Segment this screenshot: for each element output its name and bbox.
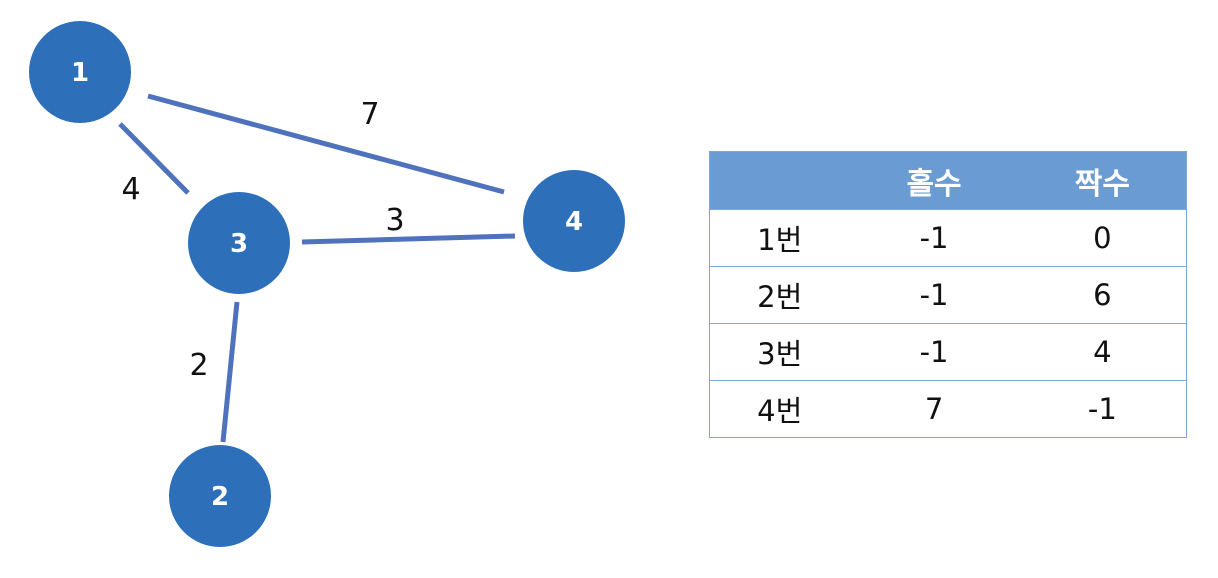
edge-weight-1-3: 4 xyxy=(121,172,140,207)
table-header-row: 홀수 짝수 xyxy=(709,151,1187,210)
node-4-label: 4 xyxy=(565,207,583,237)
node-3: 3 xyxy=(188,192,290,294)
even-value: 6 xyxy=(1018,266,1187,324)
odd-value: -1 xyxy=(849,323,1019,381)
graph-diagram: 7 4 3 2 1 3 4 2 xyxy=(29,21,625,547)
edge-weight-3-4: 3 xyxy=(385,203,404,238)
header-cell-empty xyxy=(709,151,850,210)
row-label: 3번 xyxy=(709,323,850,381)
edge-3-2 xyxy=(220,301,240,443)
edge-1-3 xyxy=(118,122,190,195)
odd-value: 7 xyxy=(849,380,1019,438)
even-value: 0 xyxy=(1018,209,1187,267)
edge-weight-3-2: 2 xyxy=(189,348,208,383)
edge-weight-1-4: 7 xyxy=(360,97,379,132)
row-label: 4번 xyxy=(709,380,850,438)
table-row: 4번 7 -1 xyxy=(709,380,1187,438)
dp-table: 홀수 짝수 1번 -1 0 2번 -1 6 3번 -1 4 4번 7 -1 xyxy=(709,151,1187,438)
table-row: 2번 -1 6 xyxy=(709,266,1187,324)
table-row: 3번 -1 4 xyxy=(709,323,1187,381)
row-label: 1번 xyxy=(709,209,850,267)
node-2-label: 2 xyxy=(211,482,229,512)
edge-3-4 xyxy=(301,233,516,245)
node-3-label: 3 xyxy=(230,229,248,259)
header-cell-even: 짝수 xyxy=(1018,151,1187,210)
odd-value: -1 xyxy=(849,266,1019,324)
node-1-label: 1 xyxy=(71,58,89,88)
node-2: 2 xyxy=(169,445,271,547)
node-4: 4 xyxy=(523,170,625,272)
row-label: 2번 xyxy=(709,266,850,324)
even-value: 4 xyxy=(1018,323,1187,381)
header-cell-odd: 홀수 xyxy=(849,151,1019,210)
odd-value: -1 xyxy=(849,209,1019,267)
node-1: 1 xyxy=(29,21,131,123)
table-row: 1번 -1 0 xyxy=(709,209,1187,267)
edge-1-4 xyxy=(147,93,505,195)
even-value: -1 xyxy=(1018,380,1187,438)
